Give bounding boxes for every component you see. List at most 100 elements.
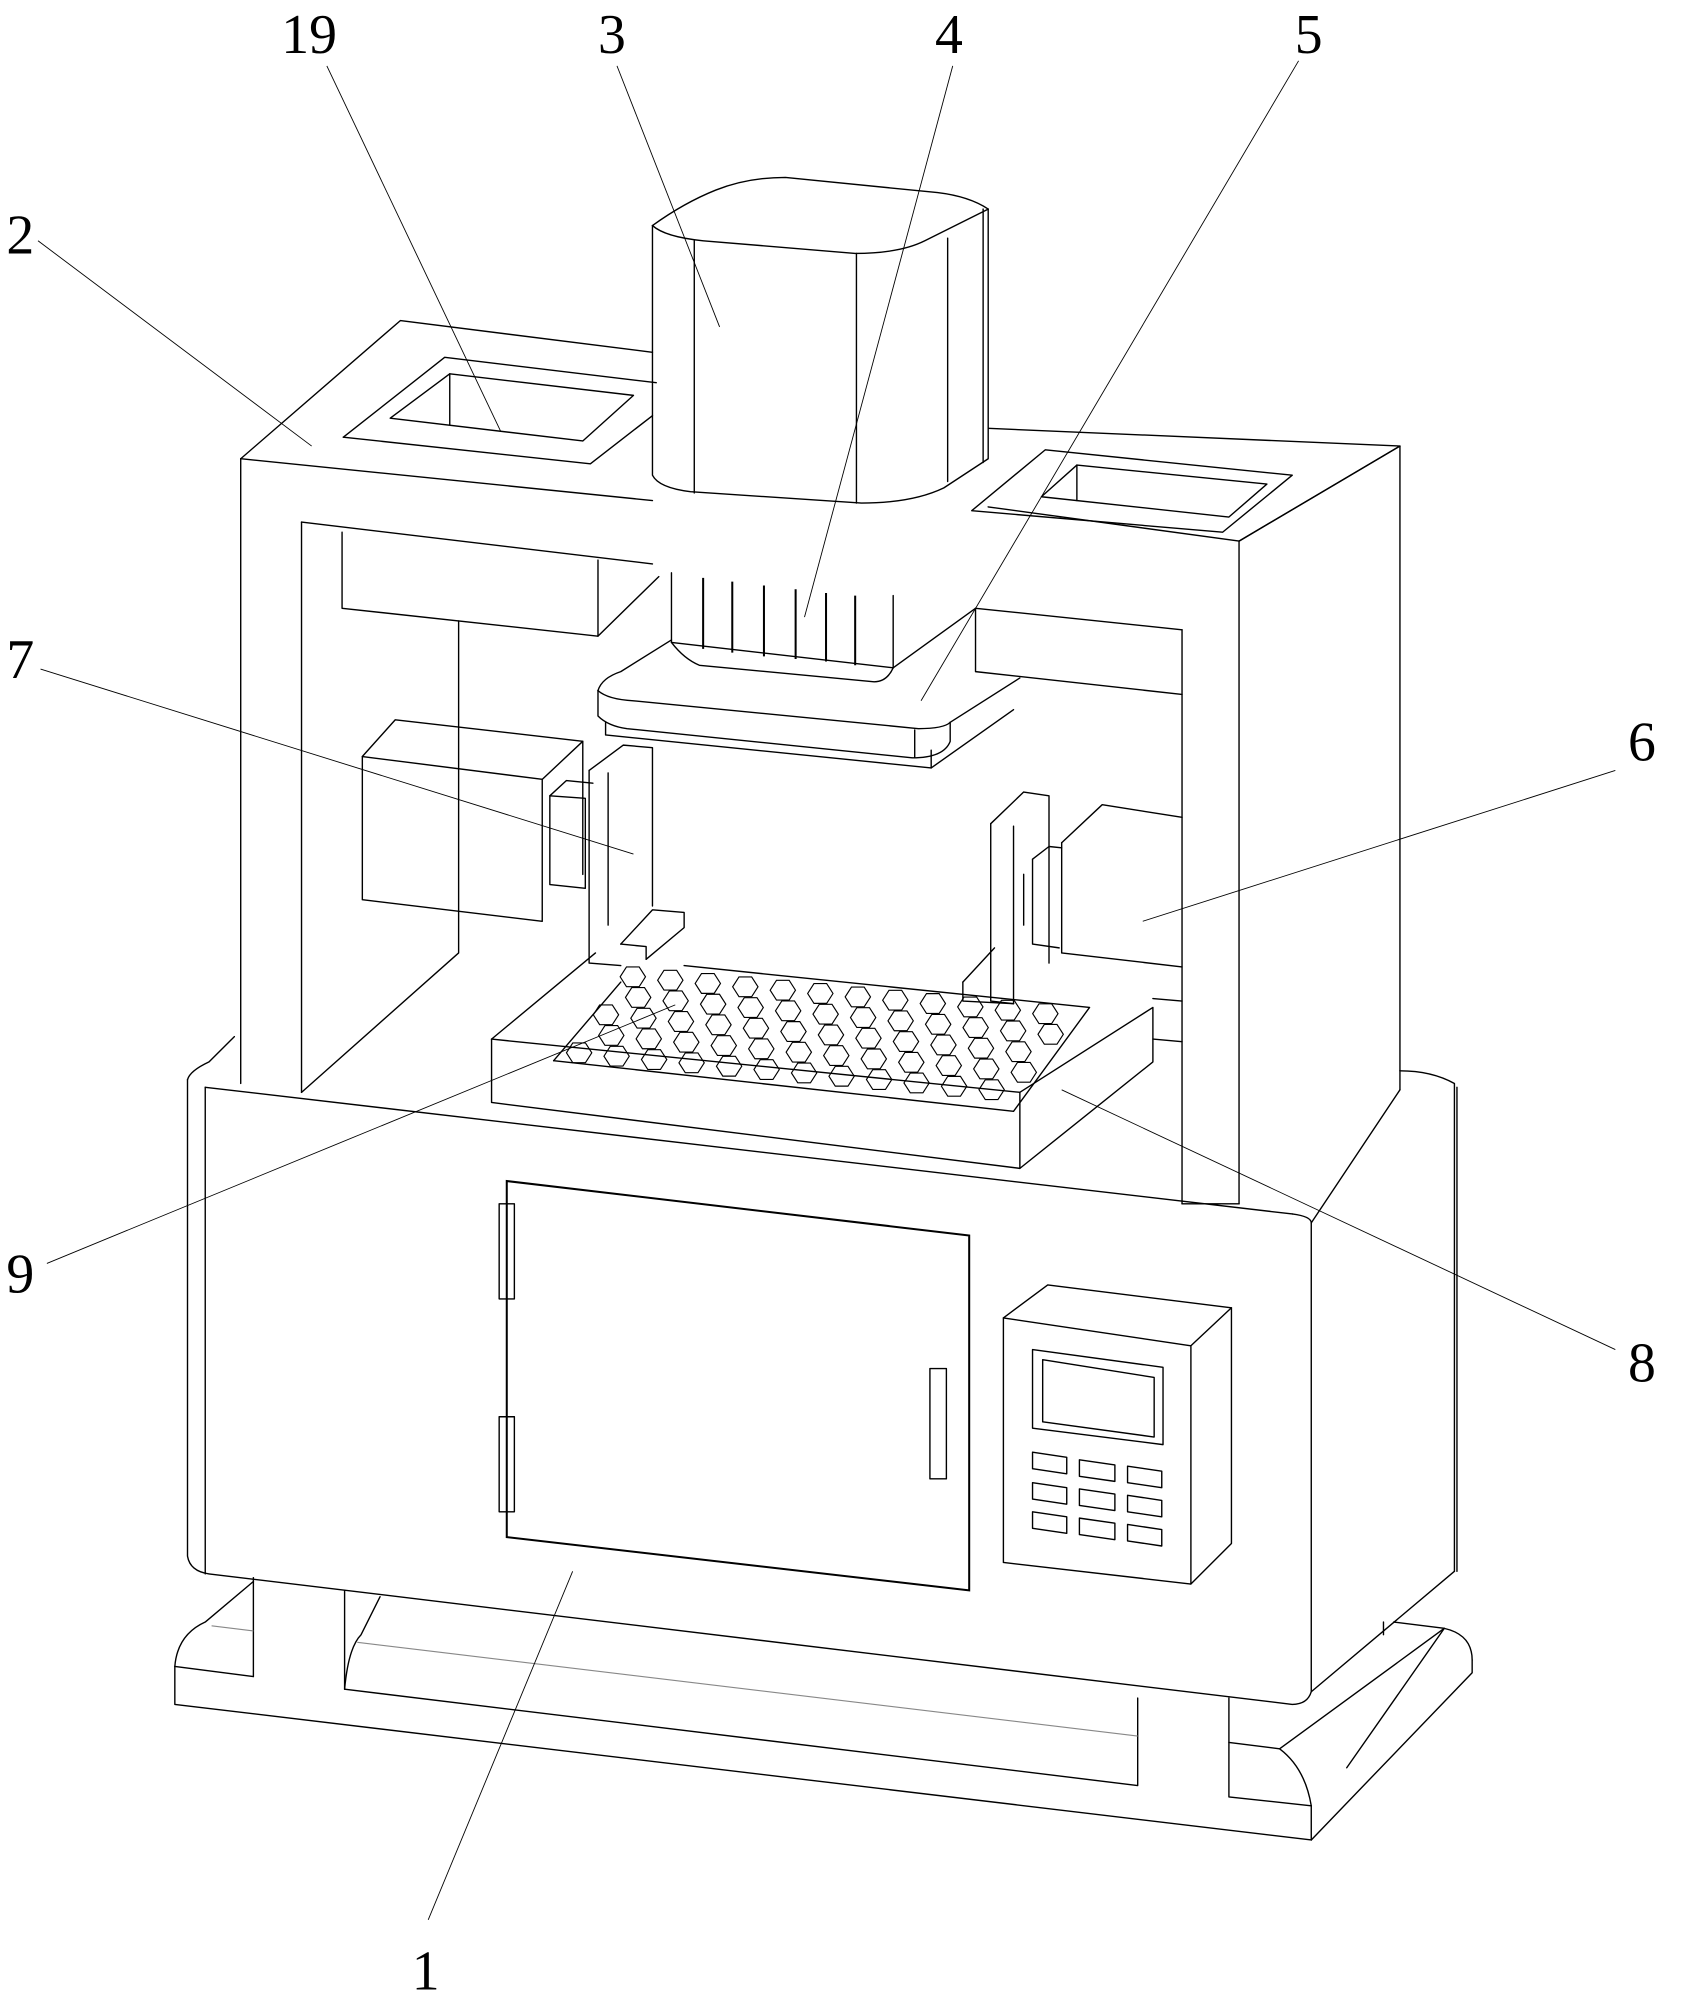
perforation-hole <box>1037 1023 1065 1045</box>
perforation-hole <box>822 1045 850 1067</box>
key[interactable] <box>1031 1451 1068 1475</box>
perforation-hole <box>849 1007 877 1029</box>
perforation-hole <box>774 1000 802 1022</box>
perforation-hole <box>972 1058 1000 1080</box>
label-4: 4 <box>935 4 963 66</box>
leader-1 <box>427 1571 574 1920</box>
perforation-hole <box>667 1011 695 1032</box>
perforation-hole <box>887 1010 914 1032</box>
leader-3 <box>616 65 721 328</box>
perforation-hole <box>790 1062 818 1084</box>
key[interactable] <box>1126 1523 1163 1547</box>
perforation-hole <box>930 1034 957 1056</box>
key[interactable] <box>1126 1494 1163 1518</box>
perforation-hole <box>747 1038 775 1060</box>
perforation-hole <box>699 993 727 1015</box>
key[interactable] <box>1031 1511 1068 1535</box>
perforation-hole <box>640 1049 668 1070</box>
panel-screen-bezel <box>1031 1348 1164 1446</box>
perforation-hole <box>597 1024 625 1046</box>
perforation-hole <box>694 973 722 994</box>
reference-labels: 19 3 4 5 2 7 6 9 8 1 <box>6 4 1656 2002</box>
top-motor <box>651 176 989 504</box>
keypad[interactable] <box>1031 1451 1163 1547</box>
perforation-hole <box>624 986 652 1008</box>
panel-screen <box>1041 1359 1155 1438</box>
perforation-hole <box>1005 1041 1032 1063</box>
perforation-hole <box>780 1021 807 1042</box>
perforation-hole <box>710 1035 738 1057</box>
perforation-hole <box>956 996 984 1018</box>
label-9: 9 <box>6 1244 34 1306</box>
perforation-hole <box>619 966 647 988</box>
perforation-hole <box>1031 1003 1059 1025</box>
lower-cabinet <box>186 1035 1458 1706</box>
press-assembly <box>597 572 1021 769</box>
perforation-hole <box>731 976 759 998</box>
perforation-hole <box>978 1079 1005 1101</box>
label-3: 3 <box>598 4 626 66</box>
perforation-hole <box>828 1065 855 1087</box>
cabinet-door[interactable] <box>498 1179 971 1592</box>
perforation-hole <box>737 997 764 1019</box>
worktable <box>490 952 1154 1170</box>
perforated-plate <box>565 966 1065 1101</box>
left-clamp <box>361 719 685 967</box>
perforation-hole <box>672 1031 700 1053</box>
perforation-hole <box>656 969 684 991</box>
frame <box>240 319 1401 1205</box>
perforation-hole <box>592 1004 620 1026</box>
perforation-hole <box>817 1024 845 1046</box>
leader-lines <box>37 60 1616 1920</box>
key[interactable] <box>1078 1459 1116 1483</box>
key[interactable] <box>1126 1465 1163 1489</box>
perforation-hole <box>865 1069 893 1090</box>
perforation-hole <box>881 989 909 1011</box>
perforation-hole <box>844 986 872 1008</box>
leader-8 <box>1061 1089 1616 1350</box>
leader-4 <box>804 65 954 618</box>
leader-5 <box>920 60 1299 701</box>
control-panel[interactable] <box>1002 1284 1233 1585</box>
label-5: 5 <box>1295 4 1323 66</box>
door-hinge-lower <box>498 1416 516 1513</box>
perforation-hole <box>715 1055 743 1077</box>
perforation-hole <box>705 1014 732 1036</box>
perforation-hole <box>603 1045 630 1067</box>
leader-9 <box>46 1004 676 1264</box>
perforation-hole <box>565 1042 593 1064</box>
door-handle[interactable] <box>929 1367 948 1480</box>
right-actuator <box>962 791 1183 1005</box>
perforation-hole <box>892 1031 920 1052</box>
label-7: 7 <box>6 629 34 691</box>
label-6: 6 <box>1628 711 1656 773</box>
perforation-hole <box>678 1052 705 1074</box>
perforation-hole <box>635 1028 663 1050</box>
perforation-hole <box>806 983 834 1004</box>
leader-2 <box>37 240 312 447</box>
perforation-hole <box>812 1003 839 1025</box>
label-2: 2 <box>6 204 34 266</box>
perforation-hole <box>742 1017 770 1039</box>
perforation-hole <box>897 1051 925 1073</box>
perforation-hole <box>855 1027 882 1049</box>
perforation-hole <box>967 1037 995 1059</box>
key[interactable] <box>1031 1481 1068 1505</box>
key[interactable] <box>1078 1488 1116 1512</box>
key[interactable] <box>1078 1517 1116 1541</box>
perforation-hole <box>1010 1061 1038 1083</box>
perforation-hole <box>999 1020 1027 1042</box>
perforation-hole <box>753 1059 780 1080</box>
base-plinth <box>174 1576 1473 1841</box>
perforation-hole <box>962 1017 989 1039</box>
label-19: 19 <box>281 4 337 66</box>
perforation-hole <box>630 1007 657 1029</box>
perforation-hole <box>940 1075 968 1097</box>
perforation-hole <box>903 1072 930 1094</box>
leader-6 <box>1142 770 1616 922</box>
perforation-hole <box>662 990 689 1012</box>
perforation-hole <box>924 1013 952 1035</box>
leader-7 <box>40 668 634 855</box>
